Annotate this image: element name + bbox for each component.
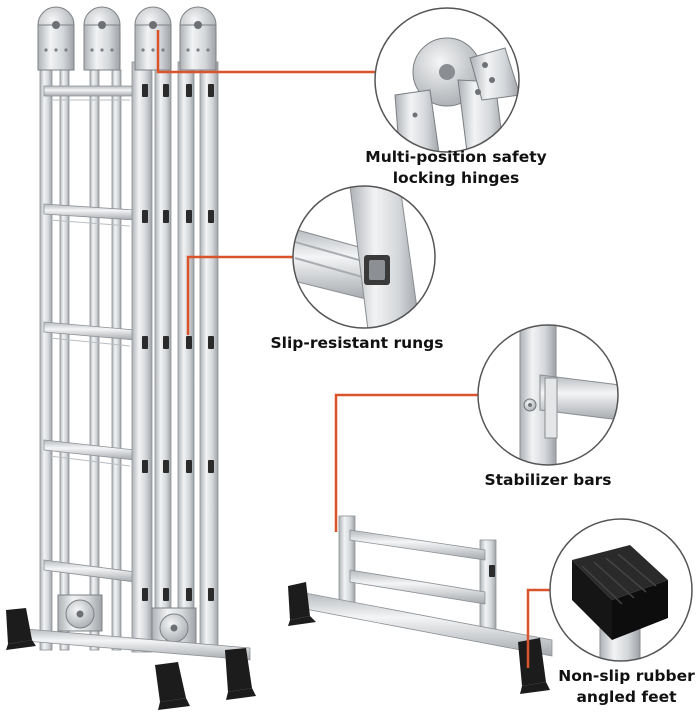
- bottom-hinges-icon: [57, 594, 197, 647]
- detail-circle-feet: [549, 518, 693, 662]
- leader-lines: [156, 30, 550, 668]
- caption-hinges: Multi-position safety locking hinges: [352, 147, 560, 189]
- leader-stabilizer: [334, 393, 478, 532]
- caption-feet-line1: Non-slip rubber: [558, 667, 695, 685]
- detail-circle-rungs: [292, 185, 436, 329]
- caption-hinges-line1: Multi-position safety: [365, 148, 547, 166]
- caption-rungs: Slip-resistant rungs: [270, 334, 444, 352]
- leader-feet: [526, 588, 550, 668]
- detail-circle-stabilizer: [477, 324, 619, 466]
- leader-hinges: [156, 30, 378, 74]
- caption-stabilizer: Stabilizer bars: [484, 471, 612, 489]
- detail-circle-hinges: [374, 7, 520, 153]
- caption-hinges-line2: locking hinges: [392, 169, 520, 187]
- folding-ladder: [6, 6, 256, 710]
- stabilizer-assembly: [288, 515, 553, 694]
- caption-feet: Non-slip rubber angled feet: [553, 666, 700, 708]
- ladder-feet-icon: [6, 608, 256, 710]
- top-hinges-icon: [37, 6, 217, 71]
- caption-feet-line2: angled feet: [576, 688, 677, 706]
- leader-rungs: [186, 255, 293, 335]
